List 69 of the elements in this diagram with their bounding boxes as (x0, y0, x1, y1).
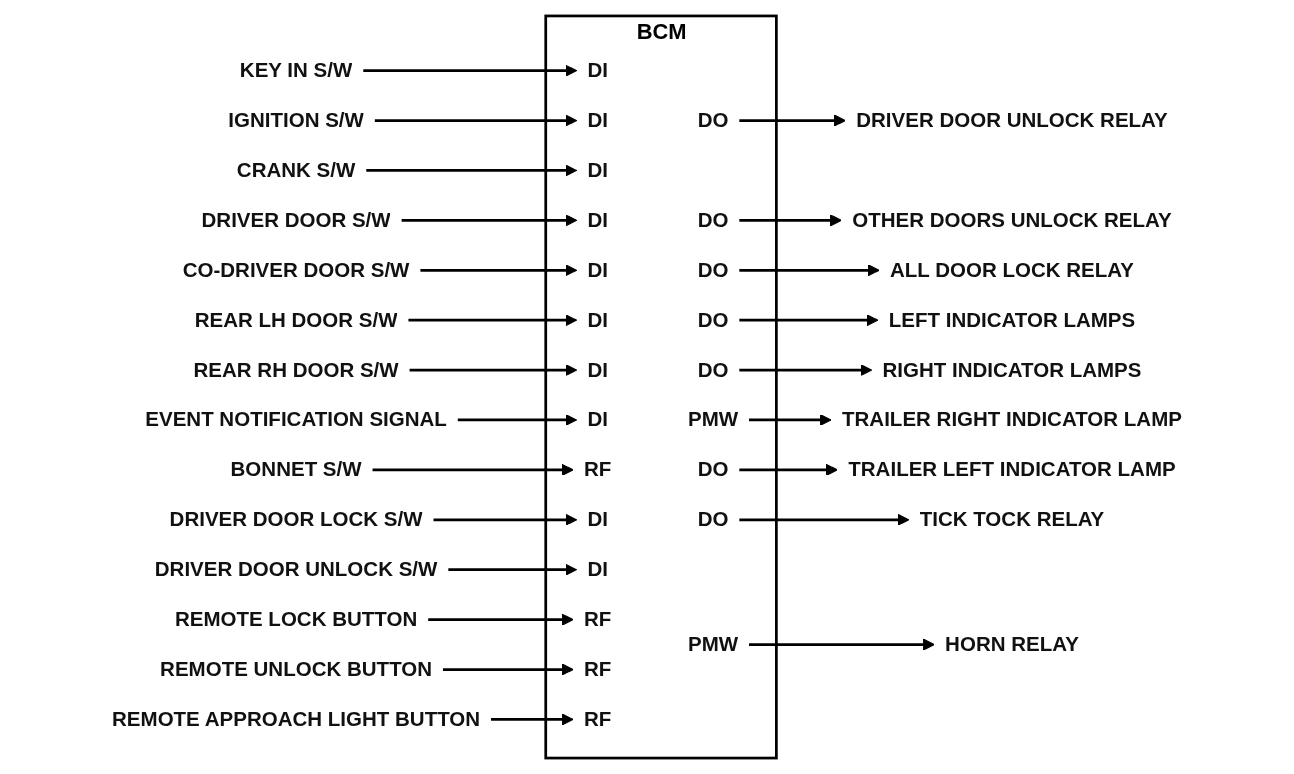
node-text: ALL DOOR LOCK RELAY (890, 257, 1134, 281)
node-text: REMOTE APPROACH LIGHT BUTTON (112, 706, 481, 731)
arrow (363, 64, 578, 77)
node-text: TRAILER RIGHT INDICATOR LAMP (842, 407, 1182, 431)
node-text: REAR LH DOOR S/W (194, 307, 398, 331)
node-text: DI (587, 207, 608, 231)
node-text: DO (697, 107, 729, 132)
arrow (420, 264, 578, 277)
node-text: DO (697, 207, 729, 231)
node-text: RIGHT INDICATOR LAMPS (882, 357, 1142, 381)
arrow (457, 413, 578, 426)
arrow (433, 513, 578, 526)
arrow (408, 314, 578, 327)
node-text: DRIVER DOOR LOCK S/W (169, 507, 423, 531)
node-text: DI (587, 307, 608, 331)
arrow (409, 364, 578, 377)
arrow (739, 264, 880, 277)
node-text: DI (587, 557, 608, 581)
arrow (428, 613, 574, 626)
node-text: DO (697, 457, 729, 481)
arrow (374, 114, 578, 127)
node-text: DI (587, 57, 608, 82)
node-text: DO (697, 357, 729, 381)
node-text: DI (587, 257, 608, 281)
node-text: REMOTE LOCK BUTTON (174, 606, 418, 631)
node-text: CRANK S/W (236, 157, 356, 182)
node-text: KEY IN S/W (239, 57, 353, 82)
arrow (401, 214, 578, 227)
node-text: LEFT INDICATOR LAMPS (888, 307, 1136, 331)
node-text: HORN RELAY (945, 631, 1079, 656)
node-text: DI (587, 357, 608, 381)
node-text: TRAILER LEFT INDICATOR LAMP (848, 457, 1176, 481)
node-text: DRIVER DOOR UNLOCK RELAY (856, 107, 1168, 132)
node-text: DRIVER DOOR UNLOCK S/W (154, 557, 438, 581)
arrow (366, 164, 578, 177)
node-text: IGNITION S/W (228, 107, 364, 132)
node-text: EVENT NOTIFICATION SIGNAL (145, 407, 447, 431)
arrow (739, 314, 879, 327)
node-text: DO (697, 257, 729, 281)
arrow (443, 663, 574, 676)
arrow (749, 638, 935, 651)
arrow (739, 463, 838, 476)
node-text: RF (584, 706, 612, 731)
node-text: REMOTE UNLOCK BUTTON (160, 656, 433, 681)
node-text: DRIVER DOOR S/W (201, 207, 391, 231)
node-text: DO (697, 307, 729, 331)
node-text: PMW (687, 631, 739, 656)
arrow (739, 214, 842, 227)
node-text: REAR RH DOOR S/W (193, 357, 399, 381)
node-text: RF (584, 656, 612, 681)
node-text: RF (584, 606, 612, 631)
arrow (372, 463, 574, 476)
node-text: RF (584, 457, 612, 481)
arrow (739, 513, 910, 526)
node-text: CO-DRIVER DOOR S/W (182, 257, 410, 281)
arrow (749, 413, 832, 426)
node-text: BONNET S/W (230, 457, 362, 481)
node-text: DI (587, 507, 608, 531)
arrow (739, 364, 873, 377)
arrow (448, 563, 578, 576)
node-text: DI (587, 407, 608, 431)
node-text: DO (697, 507, 729, 531)
node-text: DI (587, 157, 608, 182)
node-text: PMW (687, 407, 739, 431)
arrow (739, 114, 846, 127)
node-text: DI (587, 107, 608, 132)
node-text: OTHER DOORS UNLOCK RELAY (852, 207, 1172, 231)
node-text: TICK TOCK RELAY (919, 507, 1105, 531)
arrow (491, 713, 574, 726)
